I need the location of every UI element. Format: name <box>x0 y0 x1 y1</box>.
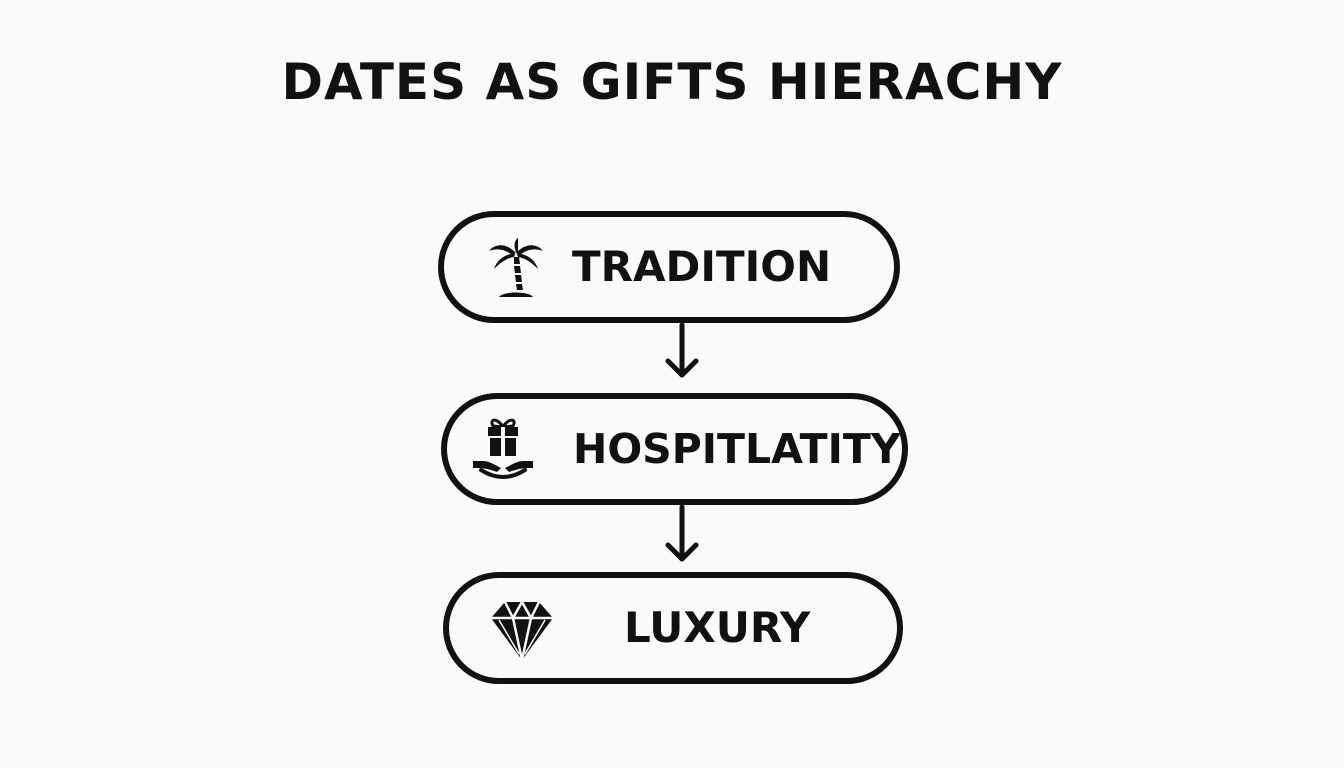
node-label-hospitality: HOSPITLATITY <box>573 425 901 473</box>
node-tradition: TRADITION <box>438 211 900 323</box>
node-label-tradition: TRADITION <box>572 242 832 291</box>
diamond-icon <box>491 600 553 662</box>
palm-tree-icon <box>489 238 543 297</box>
diagram-title: DATES AS GIFTS HIERACHY <box>281 53 1063 111</box>
gift-in-hands-icon <box>473 418 533 480</box>
node-luxury: LUXURY <box>443 572 903 684</box>
node-label-luxury: LUXURY <box>624 603 811 652</box>
arrow-down-icon <box>665 323 699 378</box>
arrow-down-icon <box>665 505 699 562</box>
node-hospitality: HOSPITLATITY <box>441 393 908 505</box>
